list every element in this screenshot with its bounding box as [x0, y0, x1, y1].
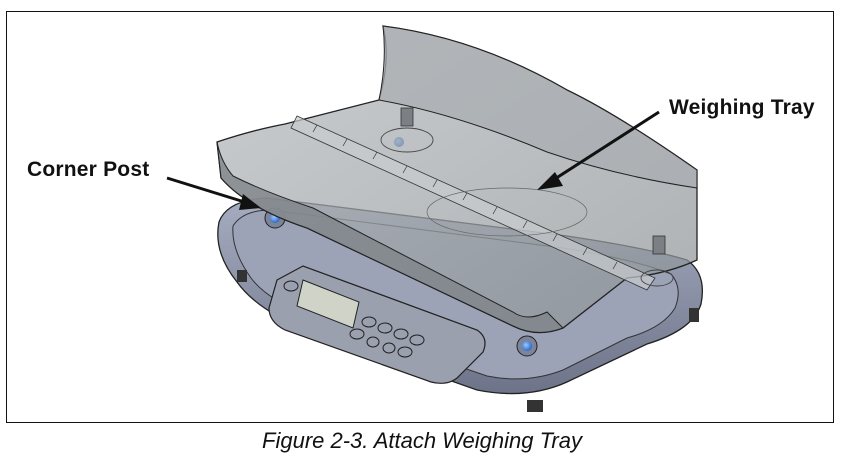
display-screen: [296, 279, 360, 329]
figure-frame: Weighing Tray Corner Post: [6, 11, 834, 423]
corner-post-arrow: [166, 176, 252, 206]
weighing-tray-arrowhead: [537, 172, 563, 190]
ruler-ticks: [312, 124, 618, 270]
weighing-tray-arrow: [546, 110, 660, 186]
keypad-buttons: [349, 316, 425, 358]
corner-post-arrowhead: [239, 194, 261, 210]
weighing-tray-label: Weighing Tray: [669, 96, 815, 119]
tray-ruler: [290, 115, 656, 291]
figure-caption: Figure 2-3. Attach Weighing Tray: [262, 428, 582, 453]
corner-post-label: Corner Post: [27, 158, 150, 181]
weighing-tray: [216, 25, 698, 334]
callout-arrows: [166, 110, 660, 210]
scale-illustration: [166, 25, 704, 412]
control-panel: [268, 265, 486, 384]
